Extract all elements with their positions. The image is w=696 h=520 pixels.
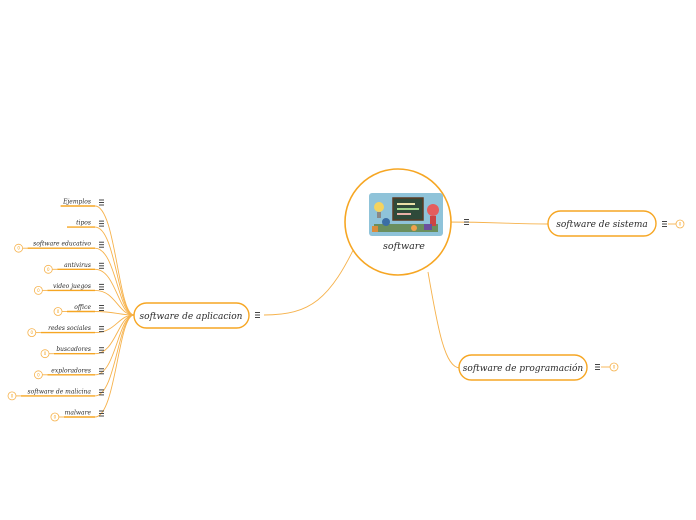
svg-text:0: 0 bbox=[57, 309, 60, 314]
connectors-aplicacion-children bbox=[94, 205, 135, 418]
aplicacion-child-ejemplos[interactable]: Ejemplos bbox=[60, 199, 104, 207]
connector-aplicacion-child bbox=[94, 289, 135, 316]
aplicacion-child-software-educativo[interactable]: software educativo 0 bbox=[14, 241, 104, 253]
branch-aplicacion-menu-icon[interactable] bbox=[255, 312, 260, 318]
aplicacion-child-menu-icon[interactable] bbox=[99, 368, 104, 375]
aplicacion-child-menu-icon[interactable] bbox=[99, 305, 104, 311]
aplicacion-child-menu-icon[interactable] bbox=[99, 389, 104, 396]
svg-text:0: 0 bbox=[17, 246, 20, 251]
branch-sistema-collapse-badge[interactable]: 0 bbox=[675, 219, 685, 229]
aplicacion-child-label: Ejemplos bbox=[62, 199, 91, 206]
aplicacion-child-office[interactable]: office 0 bbox=[53, 304, 104, 316]
aplicacion-child-software-de-malicina[interactable]: software de malicina 0 bbox=[7, 388, 104, 401]
aplicacion-child-exploradores[interactable]: exploradores 0 bbox=[34, 367, 104, 380]
aplicacion-child-label: exploradores bbox=[51, 367, 91, 374]
svg-text:0: 0 bbox=[54, 415, 57, 420]
software-illustration-icon bbox=[369, 193, 443, 236]
connector-aplicacion-child bbox=[94, 314, 135, 418]
root-node[interactable]: software bbox=[344, 168, 469, 276]
svg-text:0: 0 bbox=[613, 365, 616, 370]
branch-sistema-label: software de sistema bbox=[556, 220, 647, 230]
aplicacion-child-collapse-badge[interactable]: 0 bbox=[40, 349, 50, 359]
aplicacion-child-malware[interactable]: malware 0 bbox=[50, 410, 104, 422]
aplicacion-child-label: antivirus bbox=[64, 262, 91, 269]
aplicacion-child-collapse-badge[interactable]: 0 bbox=[43, 264, 53, 274]
branch-programacion-menu-icon[interactable] bbox=[595, 364, 600, 370]
aplicacion-child-label: malware bbox=[65, 410, 92, 417]
aplicacion-child-redes-sociales[interactable]: redes sociales 0 bbox=[27, 325, 104, 338]
connector-aplicacion-child bbox=[94, 314, 135, 376]
connector-aplicacion-child bbox=[94, 247, 135, 316]
aplicacion-child-menu-icon[interactable] bbox=[99, 199, 104, 206]
connector-root-programacion bbox=[427, 271, 461, 369]
aplicacion-child-menu-icon[interactable] bbox=[99, 262, 104, 269]
svg-text:0: 0 bbox=[37, 372, 40, 377]
aplicacion-child-label: tipos bbox=[76, 220, 91, 227]
aplicacion-child-menu-icon[interactable] bbox=[99, 220, 104, 227]
aplicacion-child-label: buscadores bbox=[56, 346, 91, 353]
aplicacion-child-antivirus[interactable]: antivirus 0 bbox=[43, 262, 104, 274]
connector-aplicacion-child bbox=[94, 268, 135, 316]
connector-aplicacion-child bbox=[94, 314, 135, 397]
aplicacion-child-menu-icon[interactable] bbox=[99, 410, 104, 417]
branch-programacion-collapse-badge[interactable]: 0 bbox=[609, 362, 619, 372]
aplicacion-child-menu-icon[interactable] bbox=[99, 326, 104, 333]
branch-programacion-label: software de programación bbox=[463, 363, 584, 374]
aplicacion-child-menu-icon[interactable] bbox=[99, 283, 104, 290]
aplicacion-child-label: redes sociales bbox=[48, 325, 91, 332]
branch-aplicacion-label: software de aplicacion bbox=[140, 312, 243, 322]
aplicacion-child-collapse-badge[interactable]: 0 bbox=[34, 285, 43, 295]
aplicacion-child-buscadores[interactable]: buscadores 0 bbox=[40, 346, 104, 359]
branch-software-de-sistema[interactable]: software de sistema 0 bbox=[547, 210, 685, 237]
svg-text:0: 0 bbox=[11, 393, 14, 398]
aplicacion-child-video-juegos[interactable]: video juegos 0 bbox=[34, 283, 104, 295]
aplicacion-child-collapse-badge[interactable]: 0 bbox=[7, 391, 17, 401]
aplicacion-child-label: software educativo bbox=[33, 241, 91, 248]
connector-root-sistema bbox=[442, 221, 549, 225]
aplicacion-child-collapse-badge[interactable]: 0 bbox=[14, 243, 24, 253]
aplicacion-child-label: software de malicina bbox=[28, 388, 92, 395]
aplicacion-child-collapse-badge[interactable]: 0 bbox=[50, 412, 60, 422]
branch-software-de-programacion[interactable]: software de programación 0 bbox=[458, 354, 619, 381]
svg-text:0: 0 bbox=[31, 330, 34, 335]
aplicacion-child-tipos[interactable]: tipos bbox=[67, 220, 104, 228]
aplicacion-child-menu-icon[interactable] bbox=[99, 241, 104, 248]
aplicacion-child-collapse-badge[interactable]: 0 bbox=[27, 328, 37, 338]
svg-text:0: 0 bbox=[44, 351, 47, 356]
svg-text:0: 0 bbox=[47, 267, 50, 272]
aplicacion-child-label: office bbox=[74, 304, 91, 311]
branch-sistema-menu-icon[interactable] bbox=[662, 221, 667, 227]
aplicacion-child-collapse-badge[interactable]: 0 bbox=[34, 370, 43, 380]
aplicacion-child-label: video juegos bbox=[53, 283, 91, 290]
connector-root-aplicacion bbox=[263, 239, 359, 316]
root-menu-icon[interactable] bbox=[464, 219, 469, 225]
connector-aplicacion-child bbox=[94, 226, 135, 316]
svg-text:0: 0 bbox=[679, 222, 682, 227]
connector-aplicacion-child bbox=[94, 205, 135, 316]
branch-software-de-aplicacion[interactable]: software de aplicacion bbox=[133, 302, 260, 329]
root-label: software bbox=[383, 241, 425, 252]
aplicacion-child-menu-icon[interactable] bbox=[99, 347, 104, 354]
aplicacion-child-collapse-badge[interactable]: 0 bbox=[53, 307, 63, 316]
svg-text:0: 0 bbox=[37, 288, 40, 293]
